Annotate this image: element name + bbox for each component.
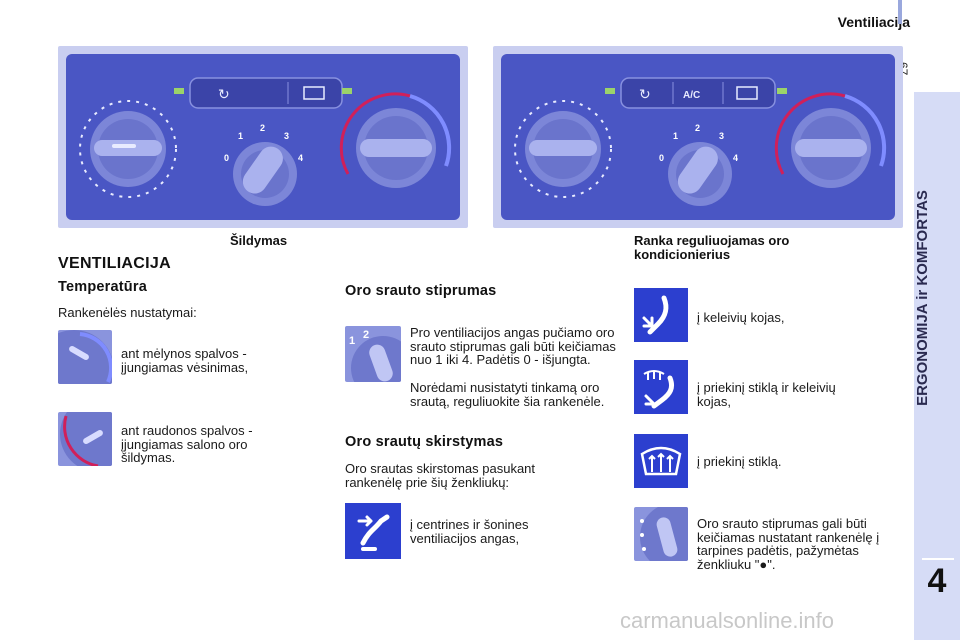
ac-fan-pos-1: 1 (673, 131, 678, 141)
temperature-intro: Rankenėlės nustatymai: (58, 305, 197, 320)
ac-caption: Ranka reguliuojamas oro kondicionierius (634, 233, 790, 262)
airflow-paragraph-2: Norėdami nusistatyti tinkamą oro srautą,… (410, 380, 605, 409)
section-title-ventilation: VENTILIACIJA (58, 255, 171, 272)
heating-caption: Šildymas (230, 233, 288, 248)
chapter-title: ERGONOMIJA ir KOMFORTAS (914, 190, 931, 406)
fan-pos-0: 0 (224, 153, 229, 163)
windscreen-icon (634, 434, 688, 488)
ac-recirc-icon: ↻ (639, 87, 651, 103)
fan-thumb-pos-2: 2 (363, 329, 369, 341)
ac-fan-pos-0: 0 (659, 153, 664, 163)
windscreen-feet-text: į priekinį stiklą ir keleivių kojas, (697, 380, 836, 409)
center-vents-icon (345, 503, 401, 559)
watermark: carmanualsonline.info (620, 608, 835, 633)
chapter-number: 4 (927, 562, 947, 600)
center-vents-text: į centrines ir šonines ventiliacijos ang… (410, 517, 529, 546)
fan-knob-thumbnail: 1 2 (345, 326, 401, 382)
fan-pos-4: 4 (298, 153, 303, 163)
temperature-title: Temperatūra (58, 279, 147, 295)
feet-text: į keleivių kojas, (697, 310, 785, 325)
windscreen-text: į priekinį stiklą. (697, 454, 782, 469)
ac-fan-pos-2: 2 (695, 123, 700, 133)
airflow-title: Oro srauto stiprumas (345, 283, 497, 299)
fan-pos-1: 1 (238, 131, 243, 141)
heating-panel-image: ↻ 0 1 2 3 4 (58, 46, 468, 228)
temperature-blue-text: ant mėlynos spalvos - įjungiamas vėsinim… (121, 346, 249, 375)
airflow-paragraph-1: Pro ventiliacijos angas pučiamo oro srau… (410, 325, 616, 367)
fan-pos-3: 3 (284, 131, 289, 141)
fan-thumb-pos-1: 1 (349, 335, 355, 347)
chapter-sidebar (914, 92, 960, 640)
distribution-intro: Oro srautas skirstomas pasukant rankenėl… (345, 461, 536, 490)
windscreen-feet-icon (634, 360, 688, 414)
header-accent-bar (898, 0, 902, 24)
sidebar-separator (922, 558, 954, 560)
ac-fan-pos-3: 3 (719, 131, 724, 141)
recirc-icon: ↻ (218, 87, 230, 103)
cool-knob-thumbnail (58, 330, 112, 384)
fan-pos-2: 2 (260, 123, 265, 133)
ac-fan-pos-4: 4 (733, 153, 738, 163)
page-header-title: Ventiliacija (837, 14, 910, 30)
intermediate-positions-text: Oro srauto stiprumas gali būti keičiamas… (697, 516, 880, 572)
distribution-knob-thumbnail (634, 507, 688, 561)
distribution-title: Oro srautų skirstymas (345, 434, 504, 450)
ac-panel-image: ↻ A/C 0 1 2 3 4 (493, 46, 903, 228)
ac-button-label: A/C (683, 90, 700, 101)
feet-icon (634, 288, 688, 342)
temperature-red-text: ant raudonos spalvos - įjungiamas salono… (121, 423, 253, 465)
heat-knob-thumbnail (58, 412, 112, 466)
